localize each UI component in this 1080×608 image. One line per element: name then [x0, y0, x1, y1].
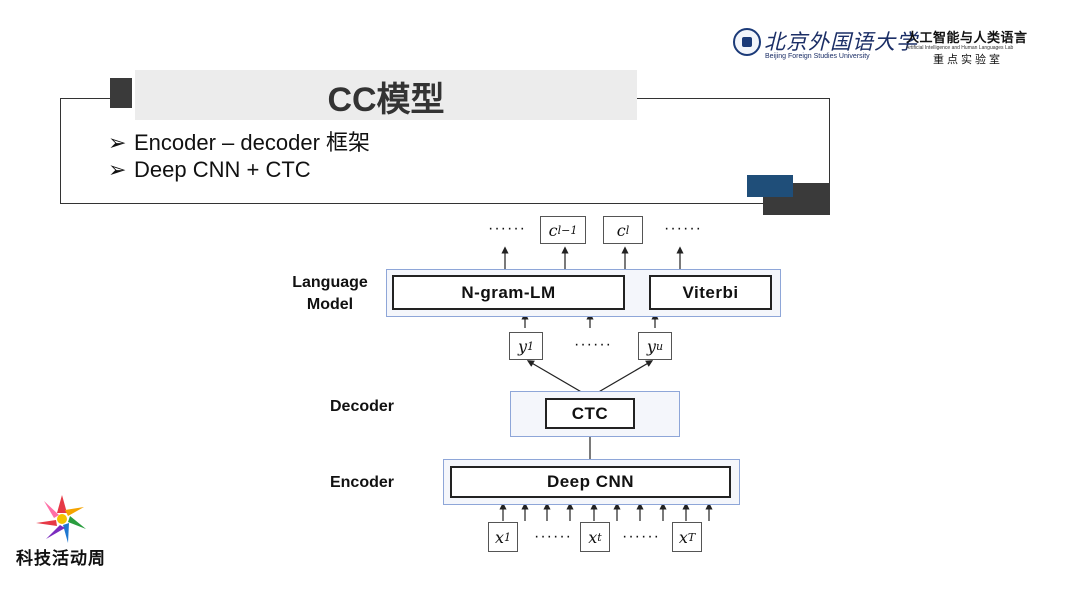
symbol-sub: 1 [527, 339, 535, 353]
university-name-cn: 北京外国语大学 [764, 30, 918, 54]
bullet-item-1: ➢ Encoder – decoder 框架 [108, 125, 370, 157]
symbol-sub: l [625, 223, 630, 237]
lab-name-en: Artificial Intelligence and Human Langua… [906, 45, 1014, 51]
slide-title: CC模型 [327, 81, 445, 119]
bfsu-seal-logo [733, 28, 761, 56]
title-background [135, 70, 637, 120]
symbol-base: y [646, 336, 656, 356]
symbol-sub: T [687, 530, 696, 544]
symbol-base: y [517, 336, 528, 356]
lab-name-cn: 人工智能与人类语言 [906, 30, 1028, 45]
bullet-arrow-icon: ➢ [108, 157, 127, 182]
corner-accent-blue [747, 175, 793, 197]
lab-name-cn-2: 重点实验室 [933, 54, 1003, 66]
symbol-sub: l−1 [557, 223, 578, 237]
bullet-text: Deep CNN + CTC [134, 157, 311, 182]
label-encoder: Encoder [329, 474, 394, 491]
output-ellipsis-left: ······ [488, 220, 526, 237]
input-ellipsis-right: ······ [622, 528, 660, 545]
output-ellipsis-right: ······ [664, 220, 702, 237]
ngram-lm-box: N-gram-LM [392, 275, 625, 310]
science-week-star-icon [36, 495, 86, 543]
input-ellipsis-left: ······ [534, 528, 572, 545]
y-ellipsis: ······ [574, 336, 612, 353]
symbol-base: c [548, 220, 558, 240]
frame-top-line-left [60, 98, 112, 99]
frame-top-line-right [636, 98, 830, 99]
label-language-model: Language Model [292, 274, 368, 313]
symbol-sub: t [597, 530, 602, 544]
ctc-box: CTC [545, 398, 635, 429]
university-name-en: Beijing Foreign Studies University [765, 53, 870, 60]
symbol-base: x [494, 527, 505, 547]
bullet-arrow-icon: ➢ [108, 130, 127, 155]
symbol-base: c [616, 220, 626, 240]
symbol-sub: 1 [504, 530, 512, 544]
bullet-item-2: ➢ Deep CNN + CTC [108, 157, 311, 183]
symbol-sub: u [655, 339, 664, 353]
symbol-base: x [678, 527, 688, 547]
viterbi-box: Viterbi [649, 275, 772, 310]
bullet-text: Encoder – decoder 框架 [134, 130, 371, 155]
symbol-base: x [588, 527, 598, 547]
science-week-logo-text: 科技活动周 [16, 549, 106, 568]
title-accent-square [110, 78, 132, 108]
label-decoder: Decoder [329, 398, 395, 415]
deep-cnn-box: Deep CNN [450, 466, 731, 498]
title-frame [60, 98, 830, 204]
